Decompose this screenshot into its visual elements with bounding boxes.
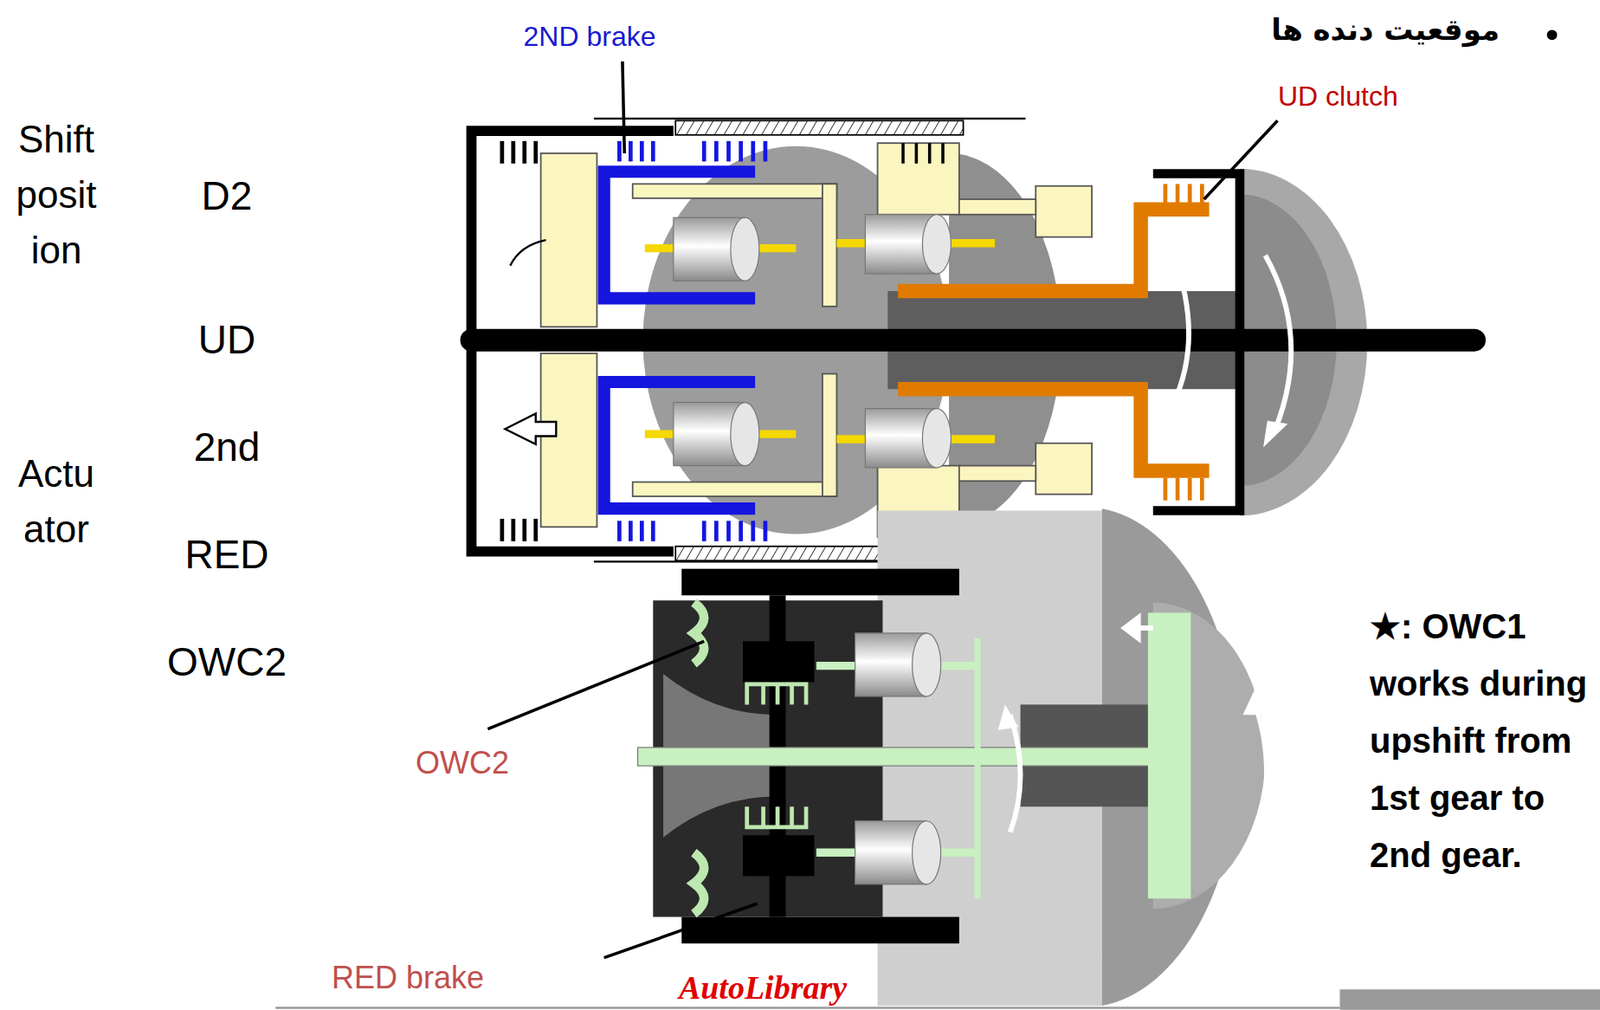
- watermark: AutoLibrary: [640, 967, 885, 1007]
- part-label: OWC2: [375, 744, 549, 781]
- part-label: UD clutch: [1277, 80, 1399, 113]
- table-cell: D2: [140, 169, 314, 222]
- table-cell: RED: [140, 528, 314, 581]
- note: ★: OWC1 works during upshift from 1st ge…: [1369, 597, 1594, 884]
- part-label: 2ND brake: [493, 20, 686, 53]
- table-cell: 2nd: [140, 420, 314, 473]
- slide-title: موقعیت دنده ها: [1270, 12, 1500, 47]
- row-heading: Actuator: [13, 445, 99, 557]
- table-cell: UD: [140, 313, 314, 366]
- table-cell: OWC2: [140, 635, 314, 688]
- part-label: RED brake: [311, 959, 504, 996]
- row-heading: Shift position: [13, 111, 99, 278]
